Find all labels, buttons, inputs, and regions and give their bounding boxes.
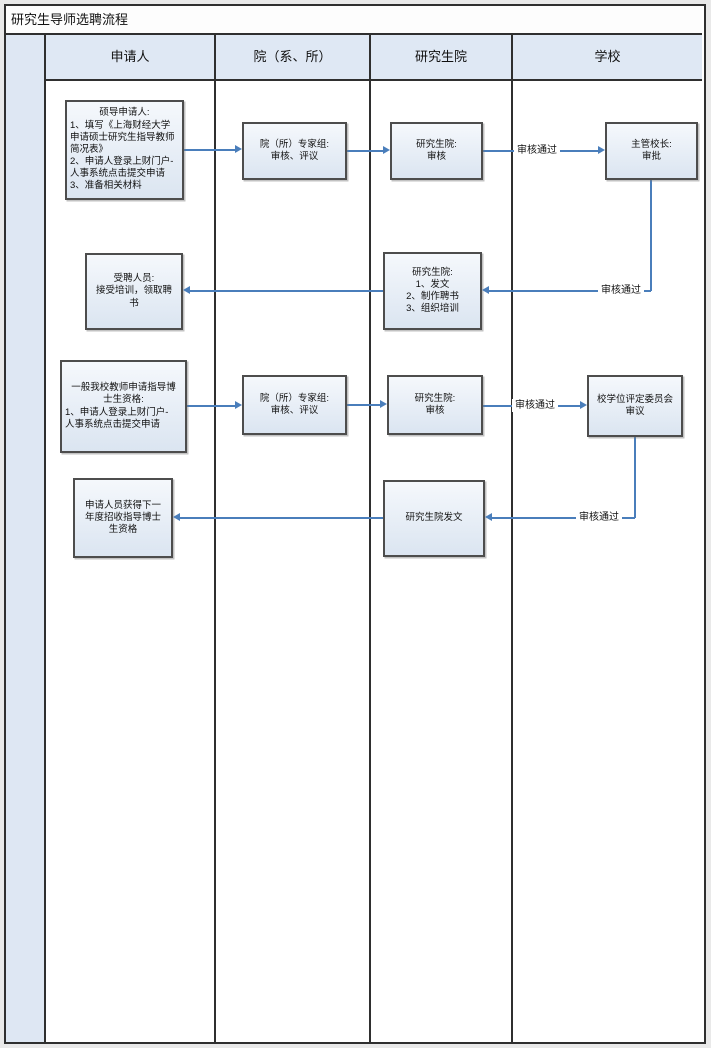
edge-label-approved-3: 审核通过 xyxy=(512,399,558,412)
connector xyxy=(491,517,635,519)
node-text: 院（所）专家组: 审核、评议 xyxy=(259,138,330,162)
connector xyxy=(189,290,383,292)
node-applicant-qualified: 申请人员获得下一 年度招收指导博士 生资格 xyxy=(73,478,173,558)
edge-label-approved-2: 审核通过 xyxy=(598,284,644,297)
node-body: 1、填写《上海财经大学 申请硕士研究生指导教师 简况表》 2、申请人登录上财门户… xyxy=(70,119,175,192)
lane-divider xyxy=(511,35,513,1042)
lane-header-department: 院（系、所） xyxy=(253,49,332,64)
node-dept-expert-group-1: 院（所）专家组: 审核、评议 xyxy=(242,122,347,180)
node-title: 硕导申请人: xyxy=(99,107,150,119)
node-text: 校学位评定委员会 审议 xyxy=(596,393,673,417)
arrow-head-icon xyxy=(482,286,489,294)
node-grad-school-issue-doc-2: 研究生院发文 xyxy=(383,480,485,557)
node-title: 一般我校教师申请指导博 士生资格: xyxy=(71,382,176,406)
node-dept-expert-group-2: 院（所）专家组: 审核、评议 xyxy=(242,375,347,435)
node-degree-committee: 校学位评定委员会 审议 xyxy=(587,375,683,437)
node-grad-school-issue-docs: 研究生院: 1、发文 2、制作聘书 3、组织培训 xyxy=(383,252,482,330)
left-margin-column xyxy=(6,35,46,1042)
lane-divider xyxy=(214,35,216,1042)
connector xyxy=(488,290,651,292)
node-grad-school-review-2: 研究生院: 审核 xyxy=(387,375,483,435)
lane-header-university: 学校 xyxy=(594,49,621,64)
connector xyxy=(634,437,636,518)
connector xyxy=(187,405,236,407)
arrow-head-icon xyxy=(383,146,390,154)
lane-header-band xyxy=(46,35,702,81)
node-text: 主管校长: 审批 xyxy=(631,138,672,162)
node-text: 研究生院: 审核 xyxy=(414,392,456,416)
connector xyxy=(347,404,381,406)
page-title: 研究生导师选聘流程 xyxy=(6,6,702,35)
node-text: 研究生院: 1、发文 2、制作聘书 3、组织培训 xyxy=(406,266,459,315)
node-text: 院（所）专家组: 审核、评议 xyxy=(259,392,330,416)
node-vice-president-approval: 主管校长: 审批 xyxy=(605,122,698,180)
arrow-head-icon xyxy=(235,401,242,409)
connector xyxy=(179,517,383,519)
node-body: 1、申请人登录上财门户- 人事系统点击提交申请 xyxy=(65,406,169,430)
arrow-head-icon xyxy=(173,513,180,521)
arrow-head-icon xyxy=(598,146,605,154)
lane-divider xyxy=(369,35,371,1042)
node-text: 研究生院发文 xyxy=(405,512,463,524)
node-grad-school-review-1: 研究生院: 审核 xyxy=(390,122,483,180)
node-hired-staff-training: 受聘人员: 接受培训，领取聘 书 xyxy=(85,253,183,330)
arrow-head-icon xyxy=(485,513,492,521)
connector xyxy=(347,150,384,152)
arrow-head-icon xyxy=(380,400,387,408)
node-text: 申请人员获得下一 年度招收指导博士 生资格 xyxy=(84,499,161,536)
lane-header-applicant: 申请人 xyxy=(110,49,150,64)
lane-header-grad-school: 研究生院 xyxy=(414,49,467,64)
edge-label-approved-1: 审核通过 xyxy=(514,144,560,157)
arrow-head-icon xyxy=(580,401,587,409)
arrow-head-icon xyxy=(235,145,242,153)
edge-label-approved-4: 审核通过 xyxy=(576,511,622,524)
arrow-head-icon xyxy=(183,286,190,294)
node-text: 受聘人员: 接受培训，领取聘 书 xyxy=(95,273,172,309)
connector xyxy=(650,180,652,291)
node-master-applicant: 硕导申请人: 1、填写《上海财经大学 申请硕士研究生指导教师 简况表》 2、申请… xyxy=(65,100,184,200)
node-text: 研究生院: 审核 xyxy=(416,138,457,162)
connector xyxy=(184,149,236,151)
node-doctoral-applicant: 一般我校教师申请指导博 士生资格: 1、申请人登录上财门户- 人事系统点击提交申… xyxy=(60,360,187,453)
